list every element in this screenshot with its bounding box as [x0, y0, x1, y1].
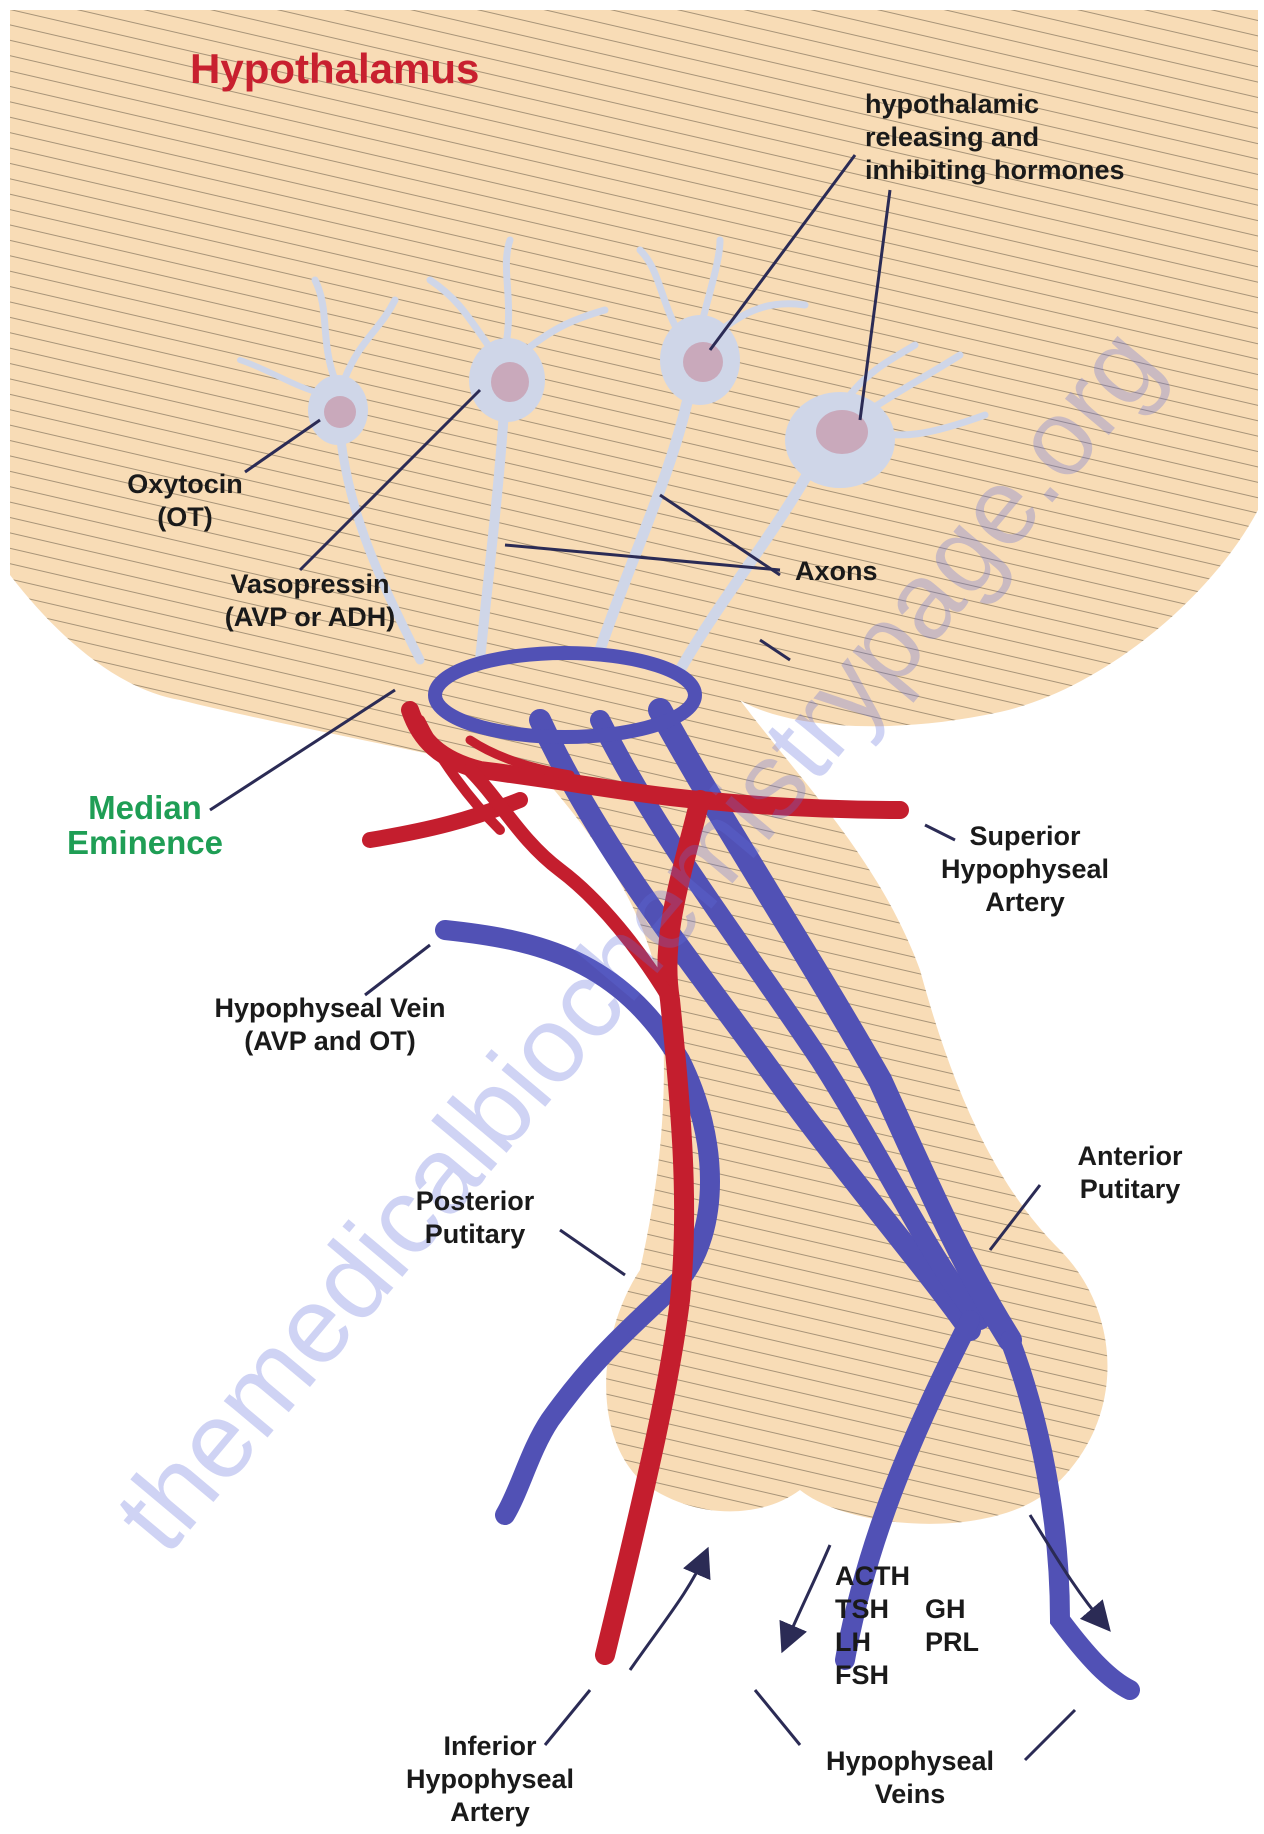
label-inferior-hypophyseal-artery: Inferior Hypophyseal Artery	[390, 1730, 590, 1829]
label-hypophyseal-vein: Hypophyseal Vein (AVP and OT)	[210, 992, 450, 1058]
label-axons: Axons	[795, 555, 878, 588]
label-hypophyseal-veins: Hypophyseal Veins	[810, 1745, 1010, 1811]
label-anterior-pituitary: Anterior Putitary	[1065, 1140, 1195, 1206]
label-posterior-pituitary: Posterior Putitary	[405, 1185, 545, 1251]
label-hypothalamic-hormones: hypothalamic releasing and inhibiting ho…	[865, 88, 1124, 187]
label-oxytocin: Oxytocin (OT)	[105, 468, 265, 534]
label-median-eminence: Median Eminence	[55, 790, 235, 860]
title-hypothalamus: Hypothalamus	[190, 45, 479, 93]
label-anterior-hormones-right: GH PRL	[925, 1593, 979, 1659]
label-anterior-hormones-left: ACTH TSH LH FSH	[835, 1560, 910, 1692]
label-superior-hypophyseal-artery: Superior Hypophyseal Artery	[935, 820, 1115, 919]
label-vasopressin: Vasopressin (AVP or ADH)	[210, 568, 410, 634]
